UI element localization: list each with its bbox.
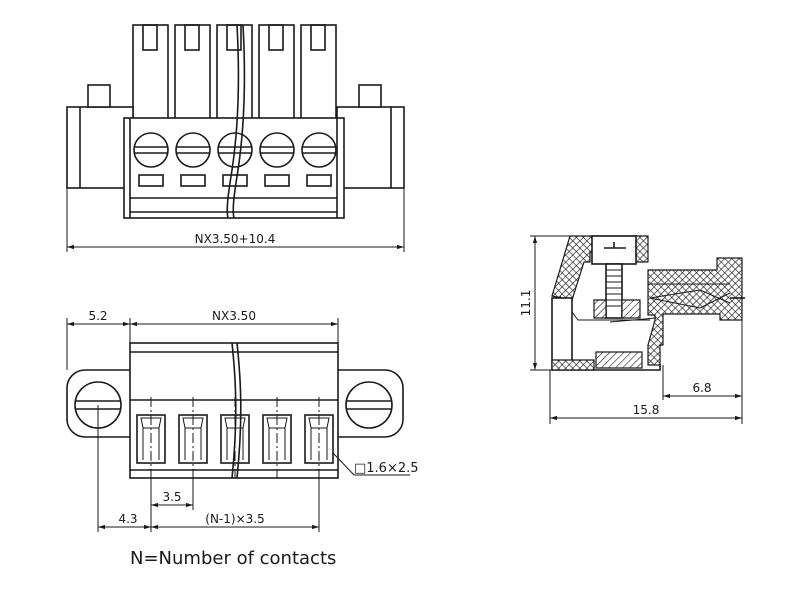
pitch-label: 3.5	[162, 490, 181, 504]
contact-opening	[262, 397, 292, 478]
contact-opening	[178, 397, 208, 478]
wire-entry-block	[300, 24, 337, 121]
wire-entry-block	[174, 24, 211, 121]
right-latch	[358, 84, 382, 108]
test-port	[180, 174, 206, 187]
contacts-note: N=Number of contacts	[130, 548, 336, 569]
pitch-span-label: (N-1)×3.5	[205, 512, 264, 526]
release-slot	[268, 24, 284, 51]
contact-openings	[136, 397, 334, 478]
release-slot	[142, 24, 158, 51]
break-line	[226, 24, 240, 219]
screws	[133, 132, 337, 187]
front-view: 5.2 NX3.50 3.5 4.3 (N-1)×3.5 □1.6×2.5	[66, 309, 419, 532]
test-port	[222, 174, 248, 187]
plug-depth-label: 6.8	[692, 381, 711, 395]
contact-opening	[304, 397, 334, 478]
screw-head	[259, 132, 295, 168]
left-flange	[66, 106, 134, 189]
overall-width-label: NX3.50+10.4	[195, 232, 276, 246]
release-slot	[226, 24, 242, 51]
opening-size-label: □1.6×2.5	[354, 461, 419, 476]
screw-head	[301, 132, 337, 168]
wire-entry-block	[132, 24, 169, 121]
test-port	[306, 174, 332, 187]
release-slot	[310, 24, 326, 51]
clamp-screw	[605, 263, 623, 319]
screw-head	[133, 132, 169, 168]
depth-label: 15.8	[633, 403, 660, 417]
test-port	[264, 174, 290, 187]
pitch-total-label: NX3.50	[212, 309, 256, 323]
wire-entry-block	[216, 24, 253, 121]
release-slot	[184, 24, 200, 51]
test-port	[138, 174, 164, 187]
right-flange	[336, 106, 405, 189]
screw-head	[175, 132, 211, 168]
screw-offset-label: 4.3	[118, 512, 137, 526]
flange-dim-label: 5.2	[88, 309, 107, 323]
left-latch	[87, 84, 111, 108]
side-section-view: 11.1 6.8 15.8	[519, 235, 745, 424]
height-label: 11.1	[519, 290, 533, 317]
right-screw	[345, 381, 393, 429]
contact-opening	[136, 397, 166, 478]
wire-entry-block	[258, 24, 295, 121]
top-view: NX3.50+10.4	[66, 24, 405, 252]
wire-entry-blocks	[132, 24, 337, 121]
